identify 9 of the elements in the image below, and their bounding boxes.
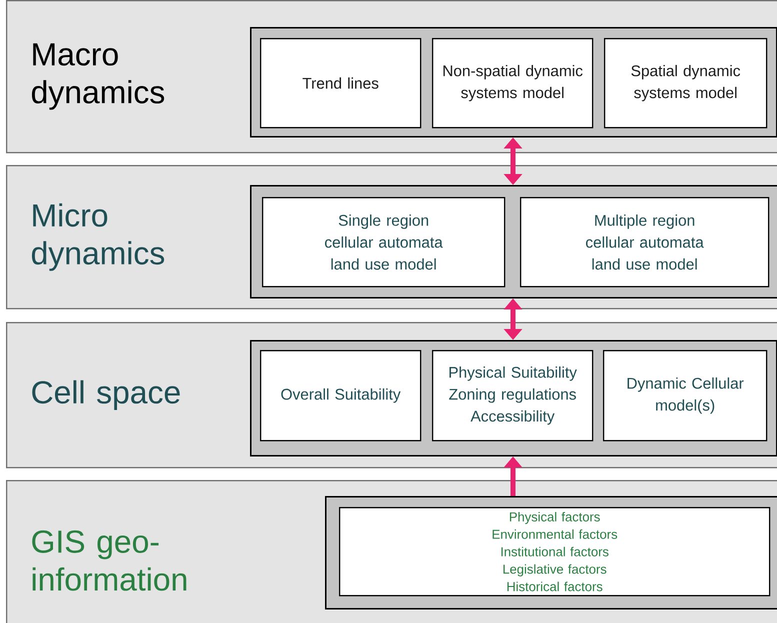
text-box: Physical Suitability Zoning regulations Accessibility bbox=[432, 350, 594, 442]
text-box: Multiple region cellular automata land use model bbox=[520, 197, 770, 288]
text-box: Overall Suitability bbox=[260, 350, 422, 442]
text-box: Dynamic Cellular model(s) bbox=[603, 350, 768, 442]
text-box: Spatial dynamic systems model bbox=[604, 38, 768, 128]
text-box: Physical factors Environmental factors Institutional factors Legislative factors Historical factors bbox=[339, 507, 770, 596]
text-box: Non-spatial dynamic systems model bbox=[432, 38, 594, 128]
text-box: Single region cellular automata land use model bbox=[262, 197, 506, 288]
text-box: Trend lines bbox=[260, 38, 422, 128]
